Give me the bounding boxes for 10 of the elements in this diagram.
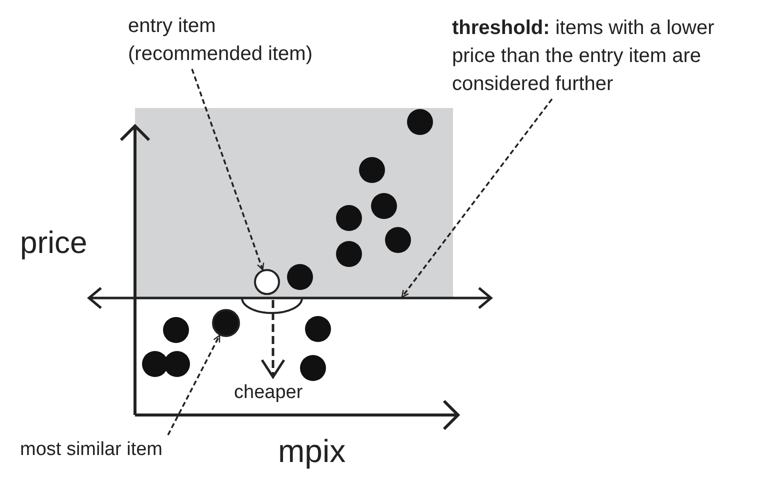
axis-label: mpix [278, 432, 346, 470]
axis-label: price [20, 224, 88, 262]
callout-text: most similar item [20, 436, 220, 464]
data-point [212, 309, 240, 337]
leader-line [167, 334, 220, 436]
direction-label: cheaper [234, 382, 303, 405]
callout-text: entry item (recommended item) [128, 12, 343, 68]
leader-line [401, 98, 553, 298]
leader-line [191, 68, 264, 270]
callout-text: threshold: items with a lower price than the entry item are considered further [452, 14, 752, 98]
